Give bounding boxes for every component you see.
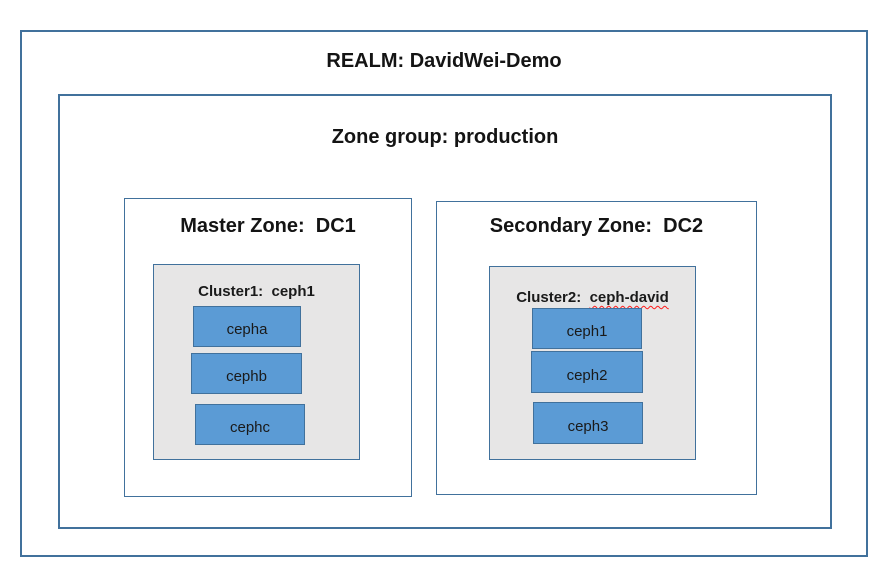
master-zone-box: Master Zone: DC1 Cluster1: ceph1 cepha c… [124,198,412,497]
cluster1-label-prefix: Cluster1: [198,283,272,300]
secondary-zone-title: Secondary Zone: DC2 [489,215,704,237]
cluster-node-cephc: cephc [195,404,305,445]
cluster-node-ceph2: ceph2 [531,351,643,393]
realm-title: REALM: DavidWei-Demo [326,50,562,72]
secondary-zone-box: Secondary Zone: DC2 Cluster2: ceph-david… [436,201,757,495]
zone-group-title: Zone group: production [331,126,559,148]
zone-group-box: Zone group: production Master Zone: DC1 … [58,94,832,529]
cluster2-label: Cluster2: ceph-david [490,289,695,306]
cluster1-box: Cluster1: ceph1 cepha cephb cephc [153,264,360,460]
master-zone-title: Master Zone: DC1 [180,215,356,237]
cluster1-label-name: ceph1 [271,283,315,300]
cluster2-label-name-misspelled: ceph-david [589,289,669,306]
cluster2-label-prefix: Cluster2: [516,289,590,306]
cluster1-label: Cluster1: ceph1 [154,283,359,300]
cluster-node-ceph1: ceph1 [532,308,642,349]
realm-box: REALM: DavidWei-Demo Zone group: product… [20,30,868,557]
cluster-node-cephb: cephb [191,353,302,394]
cluster-node-cepha: cepha [193,306,301,347]
cluster2-box: Cluster2: ceph-david ceph1 ceph2 ceph3 [489,266,696,460]
cluster-node-ceph3: ceph3 [533,402,643,444]
